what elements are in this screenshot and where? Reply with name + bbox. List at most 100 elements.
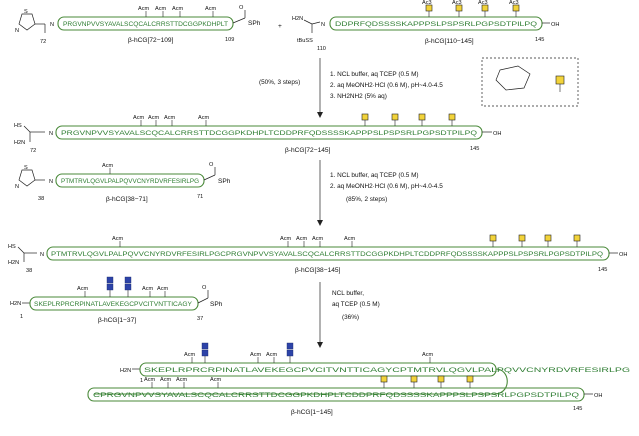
s3-label: β-hCG[1−37] (98, 317, 136, 324)
acm-tag: Acm (176, 377, 188, 383)
acm-tag: Acm (184, 352, 196, 358)
acm-tag: Acm (205, 6, 217, 12)
p1-thiol: HS (14, 123, 22, 129)
product-1-145: H2N SKEPLRPRCRPINATLAVEKEGCPVCITVNTTICAG… (87, 342, 630, 416)
condition-1-1: 1. NCL buffer, aq TCEP (0.5 M) (330, 71, 419, 78)
acm-tag: Acm (144, 377, 156, 383)
acm-tag: Acm (138, 6, 150, 12)
sugar-icon (380, 375, 388, 388)
acm-tag: Acm (172, 6, 184, 12)
frag-b-start-number: 110 (317, 46, 326, 52)
s3-sequence: SKEPLRPRCRPINATLAVEKEGCPVCITVNTTICAGY (34, 301, 193, 308)
ac3-tag: Ac3 (509, 0, 519, 6)
acm-tag: Acm (112, 236, 124, 242)
frag-a-label: β-hCG[72−109] (128, 37, 174, 44)
p2-amine: H2N (8, 260, 19, 266)
sugar-icon (418, 113, 426, 126)
sugar-icon (391, 113, 399, 126)
s3-backbone (29, 296, 199, 311)
glcnac-icon (106, 276, 114, 297)
p3-start-number: 1 (140, 378, 143, 384)
condition-3-1: NCL buffer, (332, 290, 364, 297)
sugar-icon (555, 75, 565, 85)
glcnac-icon (201, 342, 209, 363)
sugar-icon (361, 113, 369, 126)
carbonyl-O: O (239, 5, 244, 11)
frag-a-start-number: 72 (40, 39, 46, 45)
acm-tag: Acm (133, 115, 145, 121)
ring-S: S (24, 165, 28, 171)
s2-sequence: PTMTRVLQGVLPALPQVVCNYRDVRFESIRLPG (61, 178, 199, 185)
frag-a-sequence: PRGVNPVVSYAVALSCQCALCRRSTTDCGGPKDHPLT (63, 21, 228, 28)
glycan-legend (481, 57, 579, 107)
condition-1-2: 2. aq MeONH2·HCl (0.6 M), pH~4.0-4.5 (330, 82, 443, 89)
p1-cterm: OH (493, 131, 501, 137)
p3-end-number: 145 (573, 406, 582, 412)
p3-label: β-hCG[1−145] (291, 409, 333, 416)
frag-b-end-number: 145 (535, 37, 544, 43)
sugar-icon (437, 375, 445, 388)
condition-2-2: 2. aq MeONH2·HCl (0.6 M), pH~4.0-4.5 (330, 183, 443, 190)
arrow-head-icon (317, 220, 323, 226)
p3-linker (94, 368, 508, 395)
s2-backbone (55, 173, 205, 188)
frag-b-sequence: DDPRFQDSSSSKAPPPSLPSPSRLPGPSDTPILPQ (335, 21, 537, 28)
fragment-72-109: S N N 72 PRGVNPVVSYAVALSCQCALCRRSTTDCGGP… (15, 5, 261, 45)
sugar-icon: Ac3 (452, 0, 463, 17)
p3-sequence-top: SKEPLRPRCRPINATLAVEKEGCPVCITVNTTICAGYCPT… (144, 367, 630, 374)
ac3-tag: Ac3 (478, 0, 488, 6)
sugar-icon (518, 234, 526, 247)
acm-tag: Acm (77, 286, 89, 292)
fragment-1-37: H2N SKEPLRPRCRPINATLAVEKEGCPVCITVNTTICAG… (10, 276, 223, 324)
amide-NH: N (40, 252, 44, 258)
glcnac-icon (124, 276, 132, 297)
sugar-icon (448, 113, 456, 126)
p1-amine: H2N (14, 140, 25, 146)
p2-start-number: 38 (26, 268, 32, 274)
condition-1-3: 3. NH2NH2 (5% aq) (330, 93, 387, 100)
p3-amine: H2N (120, 368, 131, 374)
amide-NH: N (49, 131, 53, 137)
amide-NH: N (49, 179, 53, 185)
acm-tag: Acm (164, 115, 176, 121)
p3-backbone-bottom (87, 387, 585, 402)
glcnac-icon (286, 342, 294, 363)
p2-sequence: PTMTRVLQGVLPALPQVVCNYRDVRFESIRLPGCPRGVNP… (51, 251, 603, 258)
condition-3-2: aq TCEP (0.5 M) (332, 301, 380, 308)
condition-2-1: 1. NCL buffer, aq TCEP (0.5 M) (330, 172, 419, 179)
acm-tag: Acm (148, 115, 160, 121)
p1-sequence: PRGVNPVVSYAVALSCQCALCRRSTTDCGGPKDHPLTCDD… (61, 130, 477, 137)
amide-NH: N (321, 22, 325, 28)
acm-tag: Acm (280, 236, 292, 242)
ring-N: N (15, 28, 19, 34)
thiazolidine-ring (18, 13, 36, 31)
acm-tag: Acm (210, 377, 222, 383)
ac3-tag: Ac3 (422, 0, 432, 6)
fragment-110-145: H2N tBuSS 110 N DDPRFQDSSSSKAPPPSLPSPSRL… (292, 0, 559, 52)
p2-end-number: 145 (598, 267, 607, 273)
frag-a-end-number: 109 (225, 37, 234, 43)
p2-thiol: HS (8, 244, 16, 250)
p1-end-number: 145 (470, 146, 479, 152)
p1-backbone (55, 125, 483, 140)
ac3-tag: Ac3 (452, 0, 462, 6)
yield-3: (36%) (342, 314, 359, 321)
s3-amine: H2N (10, 301, 21, 307)
s2-label: β-hCG[38−71] (106, 196, 148, 203)
amide-NH: N (50, 22, 54, 28)
p3-cterm: OH (594, 393, 602, 399)
carbonyl-O: O (209, 162, 214, 168)
acm-tag: Acm (250, 352, 262, 358)
frag-a-backbone (57, 16, 234, 31)
s3-thioester: SPh (210, 301, 223, 308)
thiazolidine-ring (18, 169, 36, 187)
acm-tag: Acm (344, 236, 356, 242)
frag-b-protecting-group: tBuSS (297, 38, 313, 44)
sugar-icon (489, 234, 497, 247)
sugar-icon: Ac3 (422, 0, 433, 17)
acm-tag: Acm (160, 377, 172, 383)
s3-start-number: 1 (20, 314, 23, 320)
p2-backbone (46, 246, 610, 261)
ring-S: S (24, 9, 28, 15)
